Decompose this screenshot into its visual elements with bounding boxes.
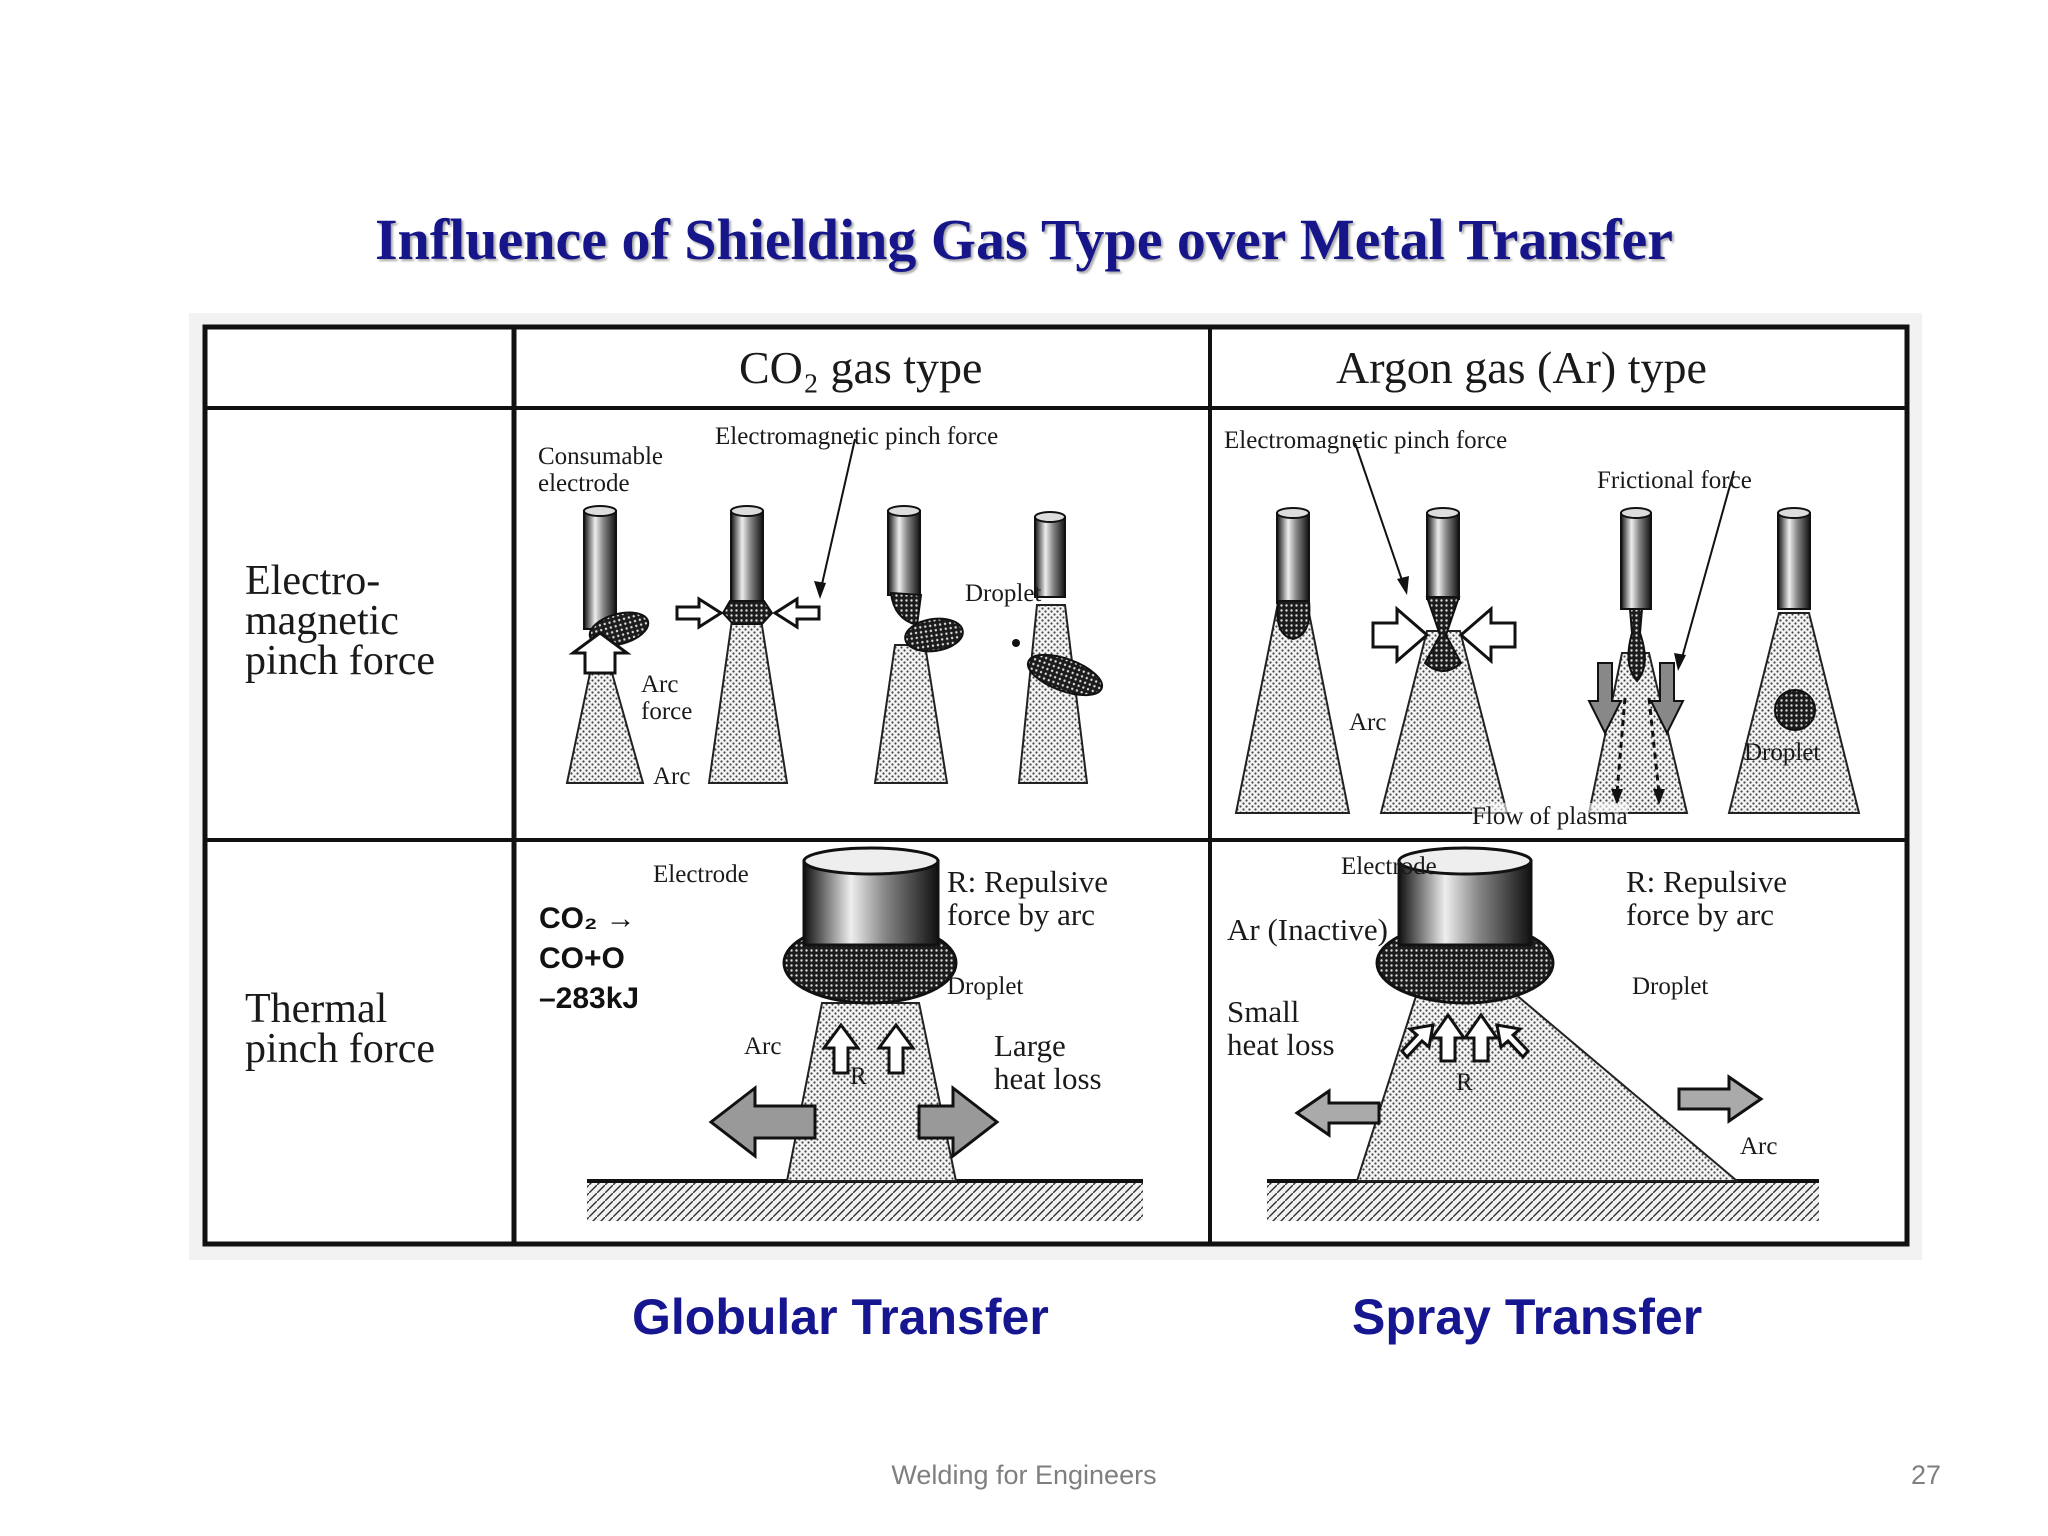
page-number: 27 — [1911, 1460, 1942, 1490]
label-co2-em-pinch-force: Electromagnetic pinch force — [715, 423, 999, 450]
label-co2-arc: Arc — [653, 763, 691, 790]
co2-repulsive-arrow-left — [821, 1022, 861, 1075]
electrode-2 — [730, 510, 764, 604]
co2-heat-loss-arrow-right — [917, 1084, 1000, 1160]
ar-pinch-arrow-right — [1458, 605, 1517, 665]
pinch-arrow-right — [772, 596, 821, 630]
ar-droplet-4 — [1774, 689, 1816, 731]
label-ar-thermal-droplet: Droplet — [1632, 973, 1709, 1000]
electrode-1 — [583, 510, 617, 630]
ar-droplet-2 — [1423, 596, 1463, 672]
label-co2-r: R — [850, 1063, 867, 1090]
caption-spray-transfer: Spray Transfer — [1352, 1289, 1703, 1345]
ar-em-diagram — [1234, 442, 1861, 814]
label-co2-thermal-droplet: Droplet — [947, 973, 1024, 1000]
ar-arc-cone-2 — [1379, 630, 1509, 814]
footer-title: Welding for Engineers — [891, 1460, 1157, 1490]
ar-base-plate — [1267, 1181, 1819, 1221]
label-ar-droplet: Droplet — [1744, 739, 1821, 766]
label-co2-repulsive-force: R: Repulsive force by arc — [947, 864, 1109, 932]
co2-heat-loss-arrow-left — [708, 1084, 817, 1160]
em-pointer-line — [819, 438, 856, 594]
frictional-pointer-line — [1679, 470, 1735, 666]
ar-em-pointer-line — [1354, 442, 1406, 590]
label-ar-thermal-arc: Arc — [1740, 1133, 1778, 1160]
co2-base-plate — [587, 1181, 1143, 1221]
ar-droplet-3 — [1627, 608, 1646, 683]
row-label-electromagnetic: Electro- magnetic pinch force — [245, 558, 436, 684]
label-co2-thermal-arc: Arc — [744, 1033, 782, 1060]
ar-electrode-1 — [1276, 512, 1310, 604]
label-co2-droplet: Droplet — [965, 580, 1042, 607]
co2-repulsive-arrow-right — [876, 1022, 916, 1075]
co2-thermal-electrode — [802, 859, 940, 947]
label-ar-electrode: Electrode — [1341, 853, 1437, 880]
ar-electrode-2 — [1426, 512, 1460, 600]
droplet-4 — [1026, 653, 1104, 697]
figure-drawing — [202, 324, 1910, 1247]
label-consumable-electrode: Consumable electrode — [538, 443, 663, 497]
caption-globular-transfer: Globular Transfer — [632, 1289, 1049, 1345]
ar-electrode-3 — [1620, 512, 1652, 610]
arc-force-arrow — [568, 631, 632, 675]
ar-thermal-diagram — [1267, 846, 1819, 1221]
pinch-arrow-left — [675, 596, 724, 630]
argon-gas-type-header: Argon gas (Ar) type — [1336, 342, 1707, 393]
plasma-flow-left — [1615, 697, 1627, 794]
label-large-heat-loss: Large heat loss — [994, 1028, 1102, 1096]
co2-gas-type-header: CO₂ gas type — [739, 342, 983, 393]
label-flow-of-plasma: Flow of plasma — [1472, 803, 1628, 830]
slide-title: Influence of Shielding Gas Type over Met… — [374, 207, 1673, 272]
frictional-arrow-left — [1587, 662, 1623, 736]
co2-reaction: CO₂ → CO+O –283kJ — [539, 902, 640, 1015]
ar-droplet-1 — [1276, 600, 1311, 641]
metal-transfer-figure: CO₂ gas type Argon gas (Ar) type Electro… — [189, 313, 1922, 1260]
label-ar-r: R — [1456, 1069, 1473, 1096]
label-small-heat-loss: Small heat loss — [1227, 994, 1335, 1062]
ar-pinch-arrow-left — [1371, 605, 1430, 665]
label-co2-electrode: Electrode — [653, 861, 749, 888]
label-ar-repulsive-force: R: Repulsive force by arc — [1626, 864, 1788, 932]
electrode-3 — [887, 510, 921, 596]
label-ar-em-pinch-force: Electromagnetic pinch force — [1224, 427, 1508, 454]
row-label-thermal: Thermal pinch force — [245, 986, 436, 1072]
label-ar-inactive: Ar (Inactive) — [1227, 912, 1388, 947]
ar-heat-loss-arrow-left — [1294, 1088, 1381, 1138]
co2-thermal-diagram — [587, 846, 1143, 1221]
frictional-arrow-right — [1649, 662, 1685, 736]
droplet-2 — [721, 600, 774, 625]
label-arc-force: Arc force — [641, 671, 693, 725]
label-ar-arc: Arc — [1349, 709, 1387, 736]
plasma-flow-right — [1647, 697, 1661, 794]
ar-electrode-4 — [1777, 512, 1811, 610]
ar-heat-loss-arrow-right — [1677, 1074, 1764, 1124]
co2-em-diagram — [565, 438, 1104, 784]
droplet-3 — [904, 617, 964, 653]
label-frictional-force: Frictional force — [1597, 467, 1752, 494]
